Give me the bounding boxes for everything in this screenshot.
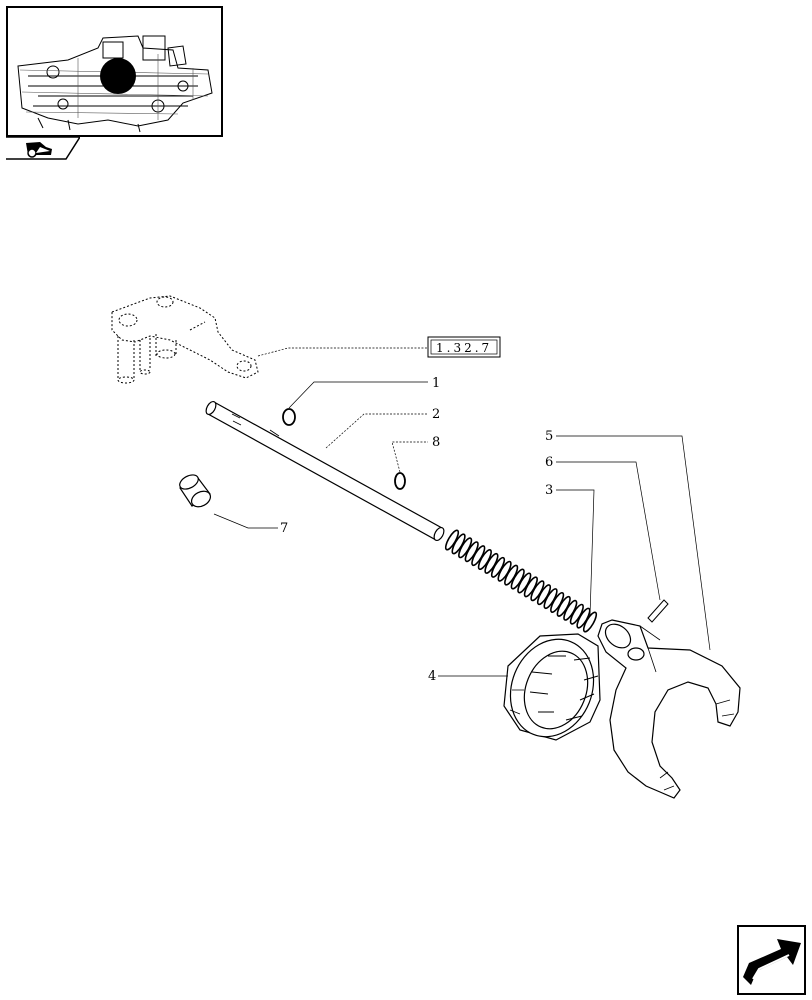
callout-5[interactable]: 5 bbox=[545, 429, 553, 444]
spring-coil bbox=[451, 533, 466, 555]
cap-part bbox=[179, 474, 212, 508]
spring-coil bbox=[477, 549, 492, 571]
leader-3 bbox=[556, 489, 595, 617]
o-ring-1 bbox=[282, 408, 296, 426]
callout-6[interactable]: 6 bbox=[545, 455, 553, 470]
leader-7 bbox=[213, 513, 278, 529]
spring-coil bbox=[490, 556, 506, 578]
o-ring-8 bbox=[394, 472, 406, 490]
callout-8[interactable]: 8 bbox=[432, 435, 440, 450]
spring-coil bbox=[582, 611, 598, 633]
callout-3[interactable]: 3 bbox=[545, 483, 553, 498]
shift-fork bbox=[597, 619, 741, 799]
sliding-sleeve bbox=[503, 633, 601, 741]
assembly-location-thumbnail bbox=[17, 35, 213, 133]
leader-5 bbox=[556, 435, 711, 651]
leader-8 bbox=[391, 441, 428, 473]
leader-2 bbox=[325, 413, 428, 449]
spring-coil bbox=[504, 564, 519, 586]
spring-part bbox=[444, 529, 598, 633]
spring-coil bbox=[569, 603, 584, 625]
tractor-section-icon bbox=[26, 142, 52, 158]
reference-label: 1.32.7 bbox=[436, 341, 492, 355]
spring-coil bbox=[523, 576, 538, 598]
spring-coil bbox=[458, 537, 473, 559]
spring-coil bbox=[550, 591, 565, 613]
callout-4[interactable]: 4 bbox=[428, 669, 436, 684]
spring-coil bbox=[536, 584, 552, 606]
spring-coil bbox=[543, 588, 558, 610]
location-marker bbox=[100, 58, 136, 94]
reference-box[interactable]: 1.32.7 bbox=[427, 336, 501, 358]
spring-coil bbox=[563, 599, 578, 621]
next-page-button[interactable] bbox=[737, 925, 806, 995]
spring-coil bbox=[497, 560, 512, 582]
spring-coil bbox=[510, 568, 525, 590]
reference-leader bbox=[257, 347, 428, 357]
leader-1 bbox=[288, 381, 428, 409]
spring-coil bbox=[464, 541, 479, 563]
callout-1[interactable]: 1 bbox=[432, 376, 440, 391]
leader-6 bbox=[556, 461, 661, 601]
location-thumbnail bbox=[6, 6, 223, 137]
spring-coil bbox=[576, 607, 591, 629]
spring-coil bbox=[471, 545, 486, 567]
shift-rod bbox=[205, 400, 445, 542]
callout-7[interactable]: 7 bbox=[280, 521, 288, 536]
reference-lever-part bbox=[111, 295, 259, 384]
next-page-arrow-icon bbox=[743, 939, 801, 985]
spring-coil bbox=[444, 529, 460, 551]
spring-coil bbox=[517, 572, 532, 594]
spring-coil bbox=[484, 552, 499, 574]
roll-pin bbox=[647, 599, 669, 623]
spring-coil bbox=[530, 580, 545, 602]
section-tab bbox=[6, 136, 82, 161]
callout-2[interactable]: 2 bbox=[432, 407, 440, 422]
spring-coil bbox=[556, 595, 571, 617]
